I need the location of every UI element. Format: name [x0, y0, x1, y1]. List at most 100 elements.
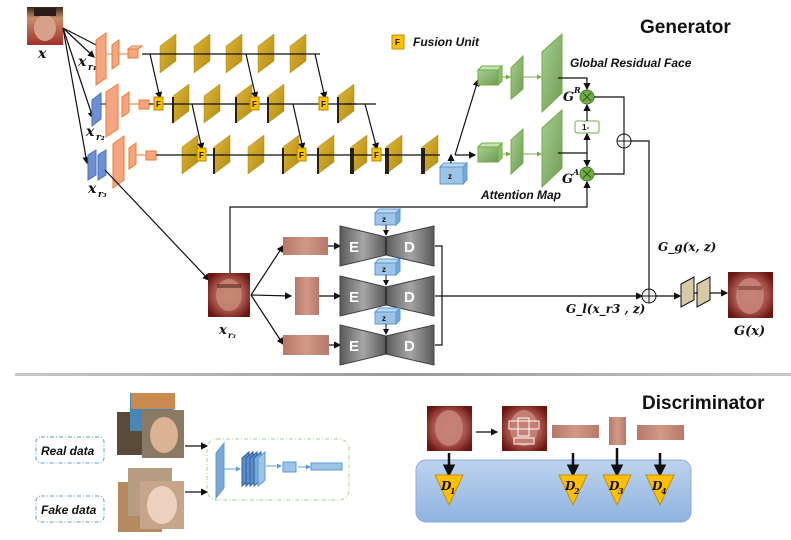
discriminator-head-2: D2	[558, 453, 588, 507]
fusion-unit-symbol: F	[395, 38, 400, 47]
z-label: z	[382, 265, 386, 274]
one-minus-label: 1-	[582, 123, 589, 132]
fusion-unit: F	[153, 96, 164, 111]
encoder-label: E	[349, 289, 359, 306]
g-r-label: G	[563, 90, 574, 105]
branch2-encoder	[91, 83, 150, 138]
head-sub: 2	[573, 486, 580, 496]
z-label: z	[382, 314, 386, 323]
patch-nose	[295, 277, 319, 315]
g-a-label: G	[562, 172, 573, 187]
global-residual-face-label: Global Residual Face	[570, 56, 692, 70]
fusion-unit-symbol: F	[199, 151, 204, 160]
label-x-r3: x	[87, 181, 97, 197]
local-merge	[435, 245, 682, 346]
fusion-unit-icon	[391, 34, 405, 50]
generator-title: Generator	[640, 17, 731, 38]
g-r-sup: R	[573, 85, 581, 95]
disc-face-with-regions	[502, 406, 547, 451]
g-l-label: G_l(x_r3 , z)	[566, 302, 645, 317]
encoder-decoder: E Dz	[339, 306, 435, 366]
decoder-label: D	[404, 289, 415, 306]
fusion-unit: F	[296, 147, 307, 162]
disc-patch-eyes	[552, 425, 599, 438]
z-noise-box: z	[438, 153, 469, 186]
output-label: G(x)	[734, 324, 765, 339]
fake-faces-stack	[118, 468, 184, 532]
real-data-box: Real data	[35, 436, 105, 464]
label-x-r2: x	[85, 124, 95, 140]
local-input-face	[208, 273, 250, 317]
fusion-unit-symbol: F	[252, 100, 257, 109]
discriminator-panel	[415, 459, 692, 523]
label-x-r1: x	[77, 54, 87, 70]
label-x-r1-sub: r₁	[88, 63, 97, 73]
decoder-label: D	[404, 239, 415, 256]
patch-mouth	[283, 335, 329, 355]
decoder-label: D	[404, 338, 415, 355]
fusion-unit: F	[318, 96, 329, 111]
output-face	[728, 272, 773, 318]
branch3-encoder	[87, 135, 157, 189]
real-data-label: Real data	[41, 444, 95, 458]
patch-eyes	[283, 237, 328, 255]
fusion-unit-symbol: F	[321, 100, 326, 109]
head-label: D	[440, 479, 452, 493]
z-noise-box: z	[373, 207, 402, 227]
discriminator-head-4: D4	[645, 453, 675, 507]
g-g-label: G_g(x, z)	[658, 240, 716, 255]
input-face-x	[27, 7, 63, 45]
face-skin	[34, 15, 56, 41]
z-noise-box: z	[373, 257, 402, 277]
disc-patch-mouth	[637, 425, 684, 440]
fusion-unit-symbol: F	[374, 151, 379, 160]
disc-input-face	[427, 406, 472, 451]
head-sub: 1	[450, 486, 456, 496]
label-x: x	[37, 46, 47, 62]
output-layers	[680, 276, 729, 308]
fusion-units: F F F F F F	[153, 96, 382, 162]
fusion-unit-label: Fusion Unit	[413, 35, 480, 49]
branch1-encoder	[95, 32, 144, 86]
fake-data-label: Fake data	[41, 503, 97, 517]
local-branch-arrows	[250, 244, 293, 346]
encoder-label: E	[349, 338, 359, 355]
z-label: z	[382, 215, 386, 224]
head-label: D	[651, 479, 663, 493]
branch-labels: x r₁ x r₂ x r₃	[77, 54, 107, 200]
real-faces-stack	[117, 393, 184, 458]
z-label: z	[448, 172, 452, 181]
head-label: D	[564, 479, 576, 493]
section-divider	[15, 373, 791, 376]
head-sub: 4	[661, 486, 667, 496]
g-a-sup: A	[572, 167, 579, 177]
fusion-unit-symbol: F	[299, 151, 304, 160]
discriminator-title: Discriminator	[642, 393, 765, 414]
attention-map-label: Attention Map	[480, 188, 561, 202]
attention-decoder	[476, 108, 563, 189]
to-residual-branch	[454, 78, 480, 156]
fake-data-box: Fake data	[35, 495, 105, 523]
encoder-decoder: E Dz	[339, 257, 435, 317]
discriminator-network	[206, 438, 350, 501]
fusion-unit-symbol: F	[156, 100, 161, 109]
x-r3-to-local	[104, 169, 210, 281]
fusion-unit: F	[249, 96, 260, 111]
disc-patch-nose	[609, 417, 626, 445]
label-x-r2-sub: r₂	[96, 133, 105, 143]
discriminator-head-3: D3	[602, 448, 632, 507]
head-sub: 3	[618, 486, 624, 496]
fusion-unit: F	[196, 147, 207, 162]
label-x-r3-sub: r₃	[98, 190, 107, 200]
local-input-label: x	[218, 323, 227, 338]
head-label: D	[608, 479, 620, 493]
combination-nodes: G R 1- G A	[229, 77, 650, 291]
face-hair	[34, 8, 56, 16]
discriminator-head-1: D1	[434, 453, 464, 507]
residual-decoder	[476, 32, 563, 114]
local-input-sub: r₃	[228, 330, 236, 340]
